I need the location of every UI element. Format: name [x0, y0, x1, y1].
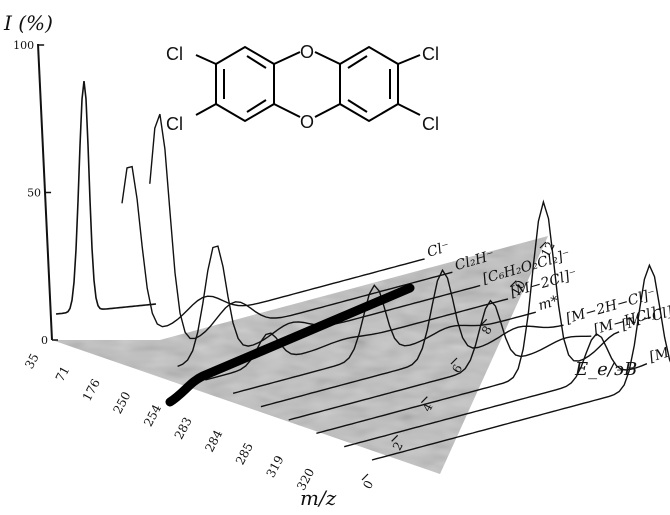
- molecule-label-cl-bottom-left: Cl: [166, 114, 183, 134]
- svg-text:12: 12: [538, 239, 558, 259]
- mz-tick-35: 35: [22, 351, 42, 371]
- molecule-label-cl-bottom-right: Cl: [422, 114, 439, 134]
- trace-0: [121, 165, 425, 328]
- y-tick-50: 50: [27, 187, 52, 200]
- trace-9: [371, 263, 670, 461]
- mz-tick-71: 71: [53, 364, 73, 384]
- trace-1: [149, 113, 453, 340]
- mz-tick-285: 285: [233, 440, 256, 467]
- resonance-ridge-line: [165, 283, 415, 407]
- floor-texture: [52, 236, 548, 474]
- molecule-label-cl-top-left: Cl: [166, 44, 183, 64]
- svg-text:10: 10: [509, 278, 529, 298]
- mz-tick-283: 283: [172, 415, 195, 442]
- series-label-8: [M−H]⁻: [648, 335, 670, 366]
- molecule-label-o-top: O: [300, 42, 314, 62]
- mz-tick-319: 319: [263, 453, 286, 480]
- trace-6: [288, 299, 592, 421]
- svg-text:0: 0: [41, 334, 48, 347]
- trace-8: [344, 332, 648, 448]
- svg-text:50: 50: [27, 187, 41, 200]
- trace-5: [260, 268, 564, 408]
- energy-tick-0: 0: [360, 473, 376, 491]
- y-axis-line: [37, 43, 53, 341]
- x-axis-title: m/z: [300, 486, 337, 510]
- svg-text:100: 100: [13, 39, 34, 52]
- trace-projection-main: [55, 81, 157, 315]
- molecule-label-o-bottom: O: [300, 112, 314, 132]
- series-label-0: Cl⁻: [425, 239, 451, 261]
- mz-tick-284: 284: [202, 427, 225, 454]
- molecule-label-cl-top-right: Cl: [422, 44, 439, 64]
- svg-text:0: 0: [360, 478, 376, 491]
- series-label-4: m*: [536, 293, 560, 314]
- molecule-structure: [195, 45, 421, 123]
- mz-tick-250: 250: [110, 389, 133, 416]
- y-tick-100: 100: [13, 39, 45, 52]
- energy-tick-10: 10: [509, 278, 529, 298]
- mz-tick-176: 176: [80, 377, 103, 404]
- z-axis-title: E_e/эВ: [574, 359, 637, 380]
- energy-tick-12: 12: [538, 239, 558, 259]
- y-tick-0: 0: [41, 334, 58, 347]
- mz-tick-254: 254: [141, 402, 164, 429]
- y-axis-title: I (%): [3, 11, 53, 35]
- trace-4: [232, 284, 536, 394]
- trace-7: [316, 199, 620, 434]
